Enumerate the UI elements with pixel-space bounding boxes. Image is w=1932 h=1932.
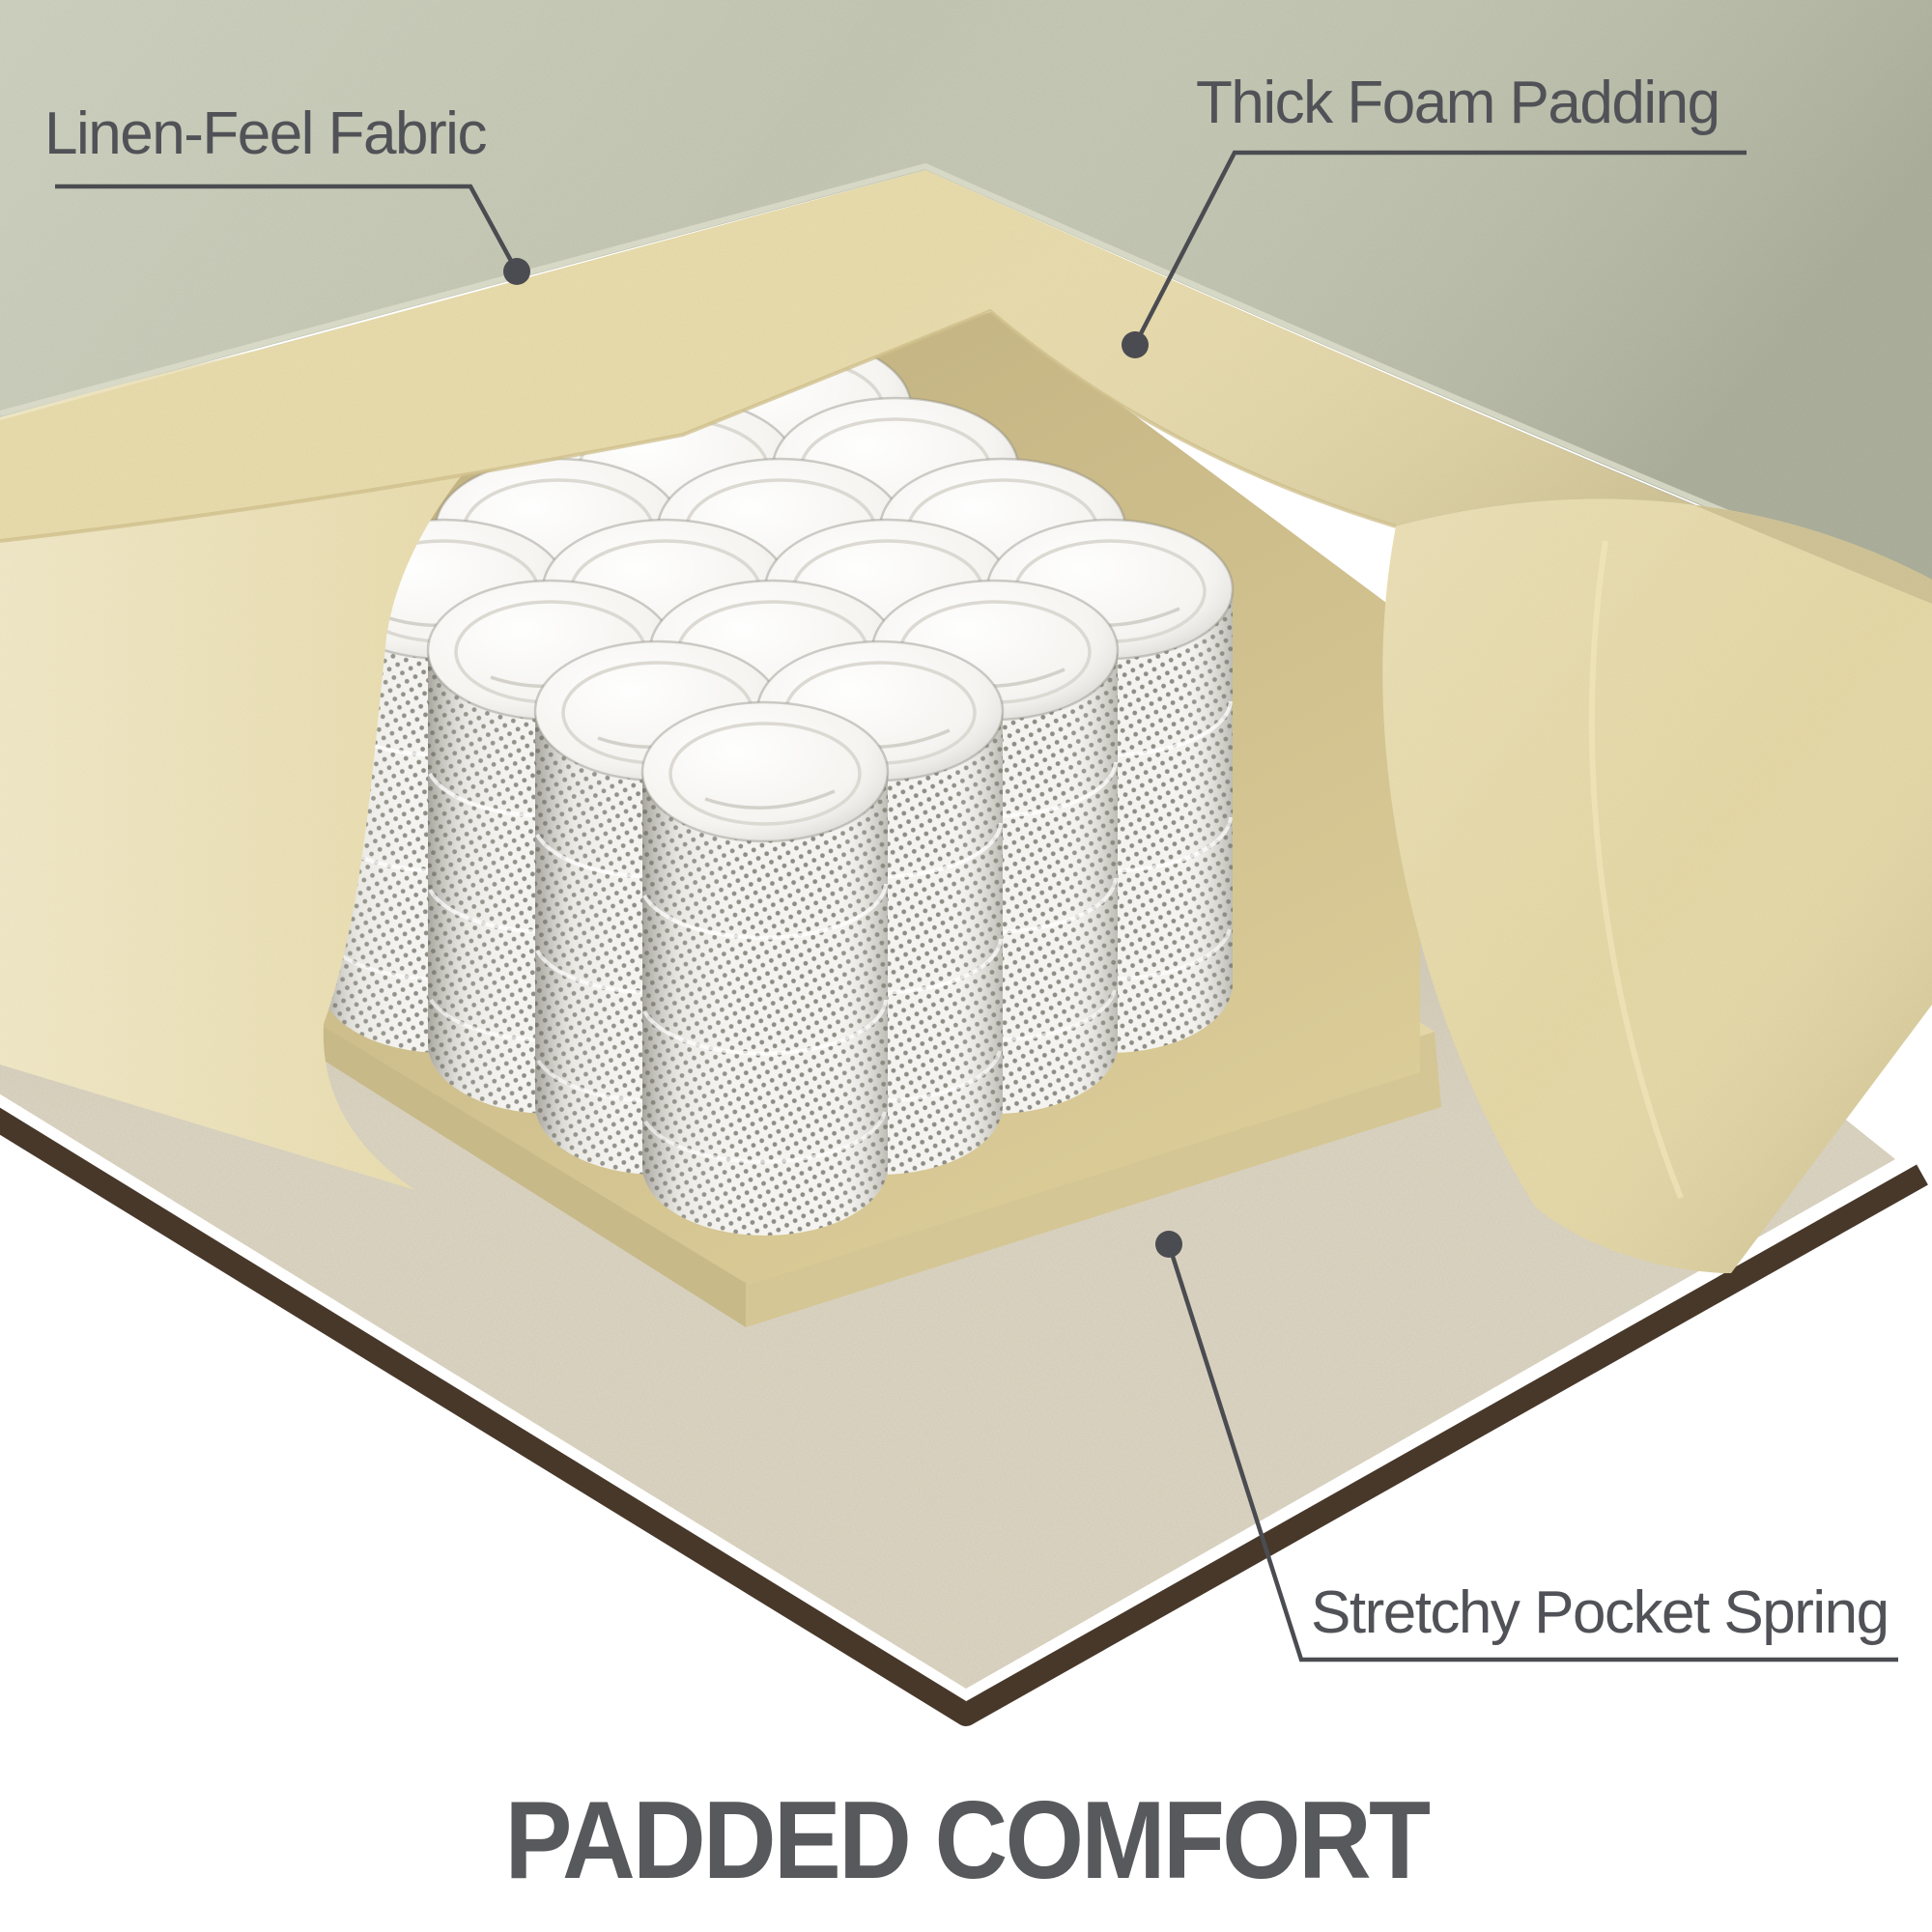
page-title-text: PADDED COMFORT [504,1779,1430,1902]
callout-line-spring [1166,1243,1898,1662]
pocket-spring [640,700,890,1237]
page-title: PADDED COMFORT [0,1777,1932,1904]
callout-label-spring: Stretchy Pocket Spring [1311,1579,1889,1646]
callout-dot [503,258,530,285]
callout-line-foam [1133,150,1747,347]
callout-label-fabric: Linen-Feel Fabric [44,100,487,167]
callout-line-fabric [55,184,519,273]
callout-dot [1155,1231,1182,1258]
callout-dots [503,258,1182,1258]
base-edge-piping [0,1107,1928,1726]
foam-padding [0,170,1932,1273]
callout-dot [1122,331,1149,358]
callout-label-foam: Thick Foam Padding [1196,70,1720,136]
callout-lines [55,150,1898,1662]
